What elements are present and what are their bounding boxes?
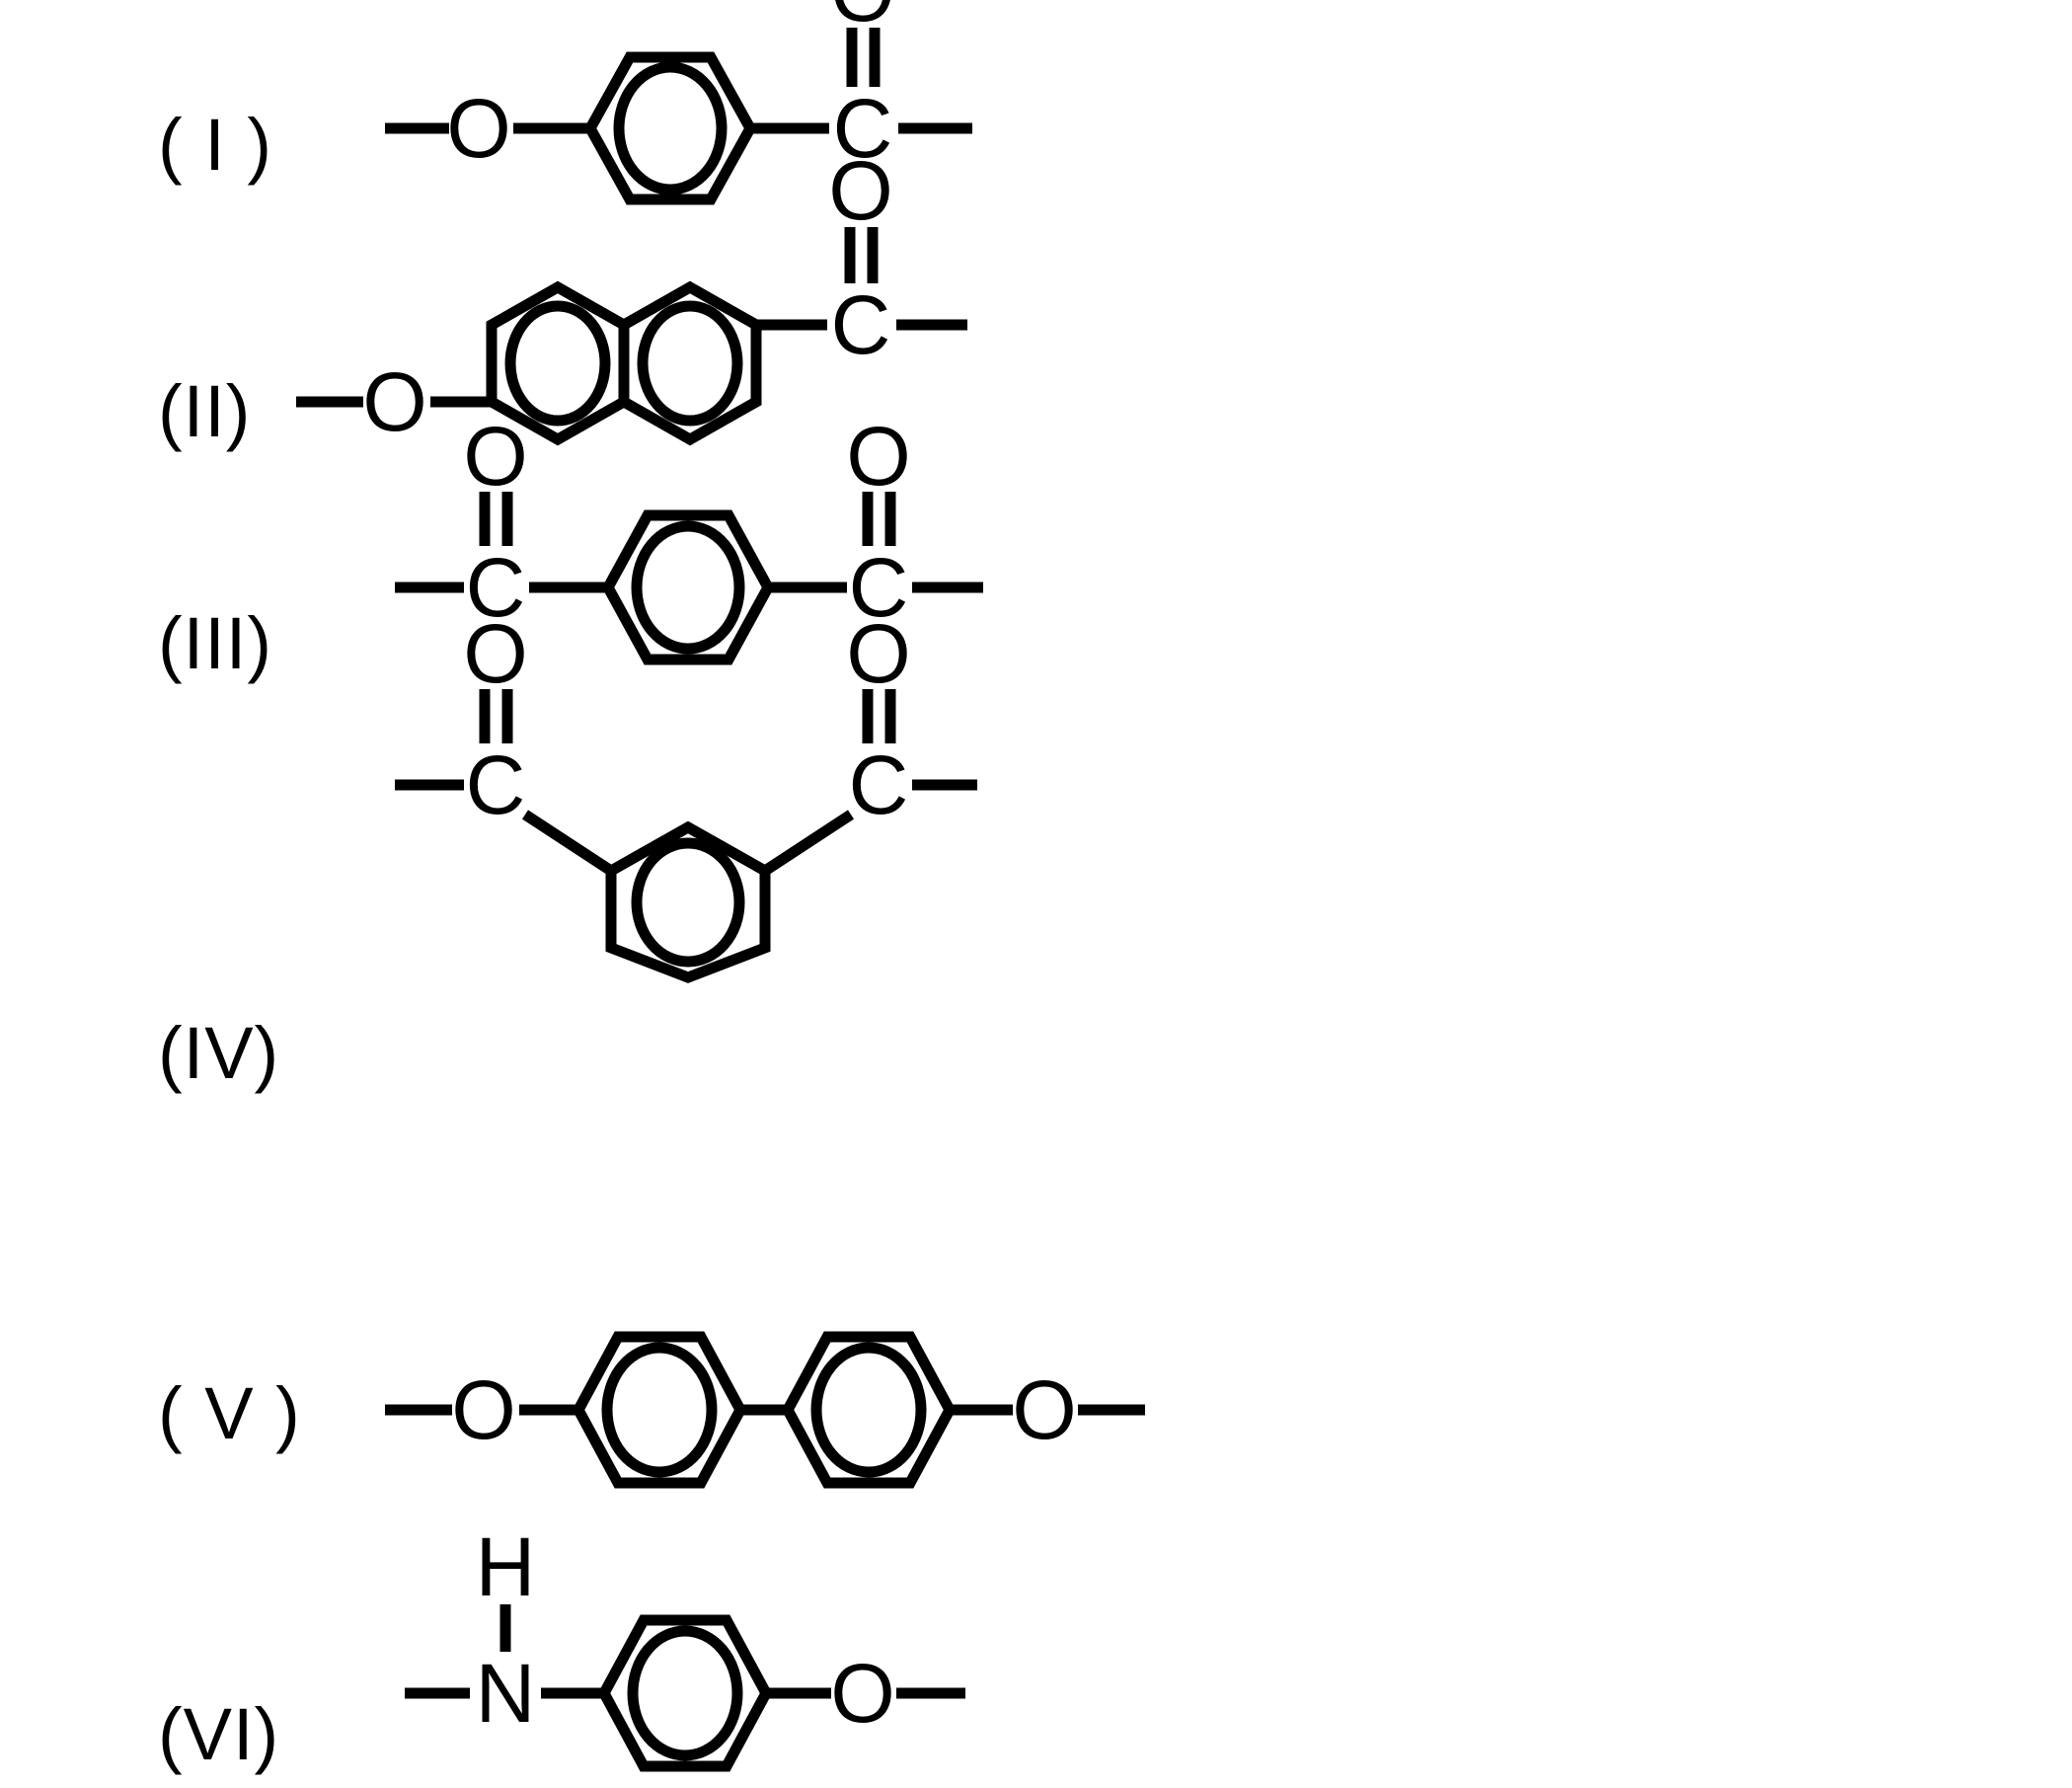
aromatic-circle-right-II bbox=[637, 300, 743, 427]
structure-diagram-I: O C O bbox=[375, 0, 1086, 227]
structure-label-I: ( I ) bbox=[158, 104, 272, 186]
structure-label-II: (II) bbox=[158, 370, 252, 452]
aromatic-circle-IV bbox=[631, 837, 745, 968]
structure-diagram-III: C O C O bbox=[385, 410, 1135, 693]
atom-label-oxygen-VI: O bbox=[830, 1647, 894, 1740]
atom-label-oxygen-carbonyl-II: O bbox=[828, 144, 892, 237]
structure-row-I: ( I ) O C O bbox=[0, 0, 2072, 227]
atom-label-carbon-right-III: C bbox=[849, 541, 909, 634]
atom-label-oxygen-right-carbonyl-III: O bbox=[846, 410, 910, 503]
aromatic-circle-left-V bbox=[601, 1342, 718, 1478]
aromatic-circle-I bbox=[613, 61, 728, 195]
structure-row-III: (III) C O C O bbox=[0, 410, 2072, 693]
structure-diagram-VI: H N O bbox=[395, 1520, 1145, 1782]
atom-label-oxygen-carbonyl-I: O bbox=[830, 0, 894, 39]
atom-label-oxygen-left-I: O bbox=[446, 82, 510, 175]
atom-label-carbon-I: C bbox=[833, 82, 893, 175]
bond-c-to-ring-left-IV bbox=[521, 810, 615, 876]
structure-label-IV: (IV) bbox=[158, 1012, 280, 1094]
aromatic-circle-left-II bbox=[504, 300, 611, 427]
atom-label-carbon-left-III: C bbox=[466, 541, 526, 634]
benzene-hexagon-IV bbox=[605, 820, 771, 983]
structure-label-III: (III) bbox=[158, 602, 272, 684]
structure-diagram-V: O O bbox=[375, 1293, 1165, 1511]
aromatic-circle-right-V bbox=[810, 1342, 927, 1478]
atom-label-carbon-right-IV: C bbox=[849, 739, 909, 831]
structure-diagram-II: O C O bbox=[286, 144, 1096, 484]
atom-label-oxygen-left-V: O bbox=[451, 1363, 515, 1456]
bond-ring-to-c-right-IV bbox=[761, 810, 855, 876]
atom-label-oxygen-right-carbonyl-IV: O bbox=[846, 607, 910, 700]
atom-label-carbon-II: C bbox=[831, 278, 891, 371]
atom-label-hydrogen-VI: H bbox=[476, 1520, 536, 1613]
structure-row-IV: (IV) C O C O bbox=[0, 607, 2072, 1090]
structure-row-VI: (VI) H N O bbox=[0, 1520, 2072, 1782]
aromatic-circle-VI bbox=[627, 1625, 743, 1761]
atom-label-oxygen-left-II: O bbox=[362, 355, 426, 448]
structure-row-V: ( V ) O O bbox=[0, 1293, 2072, 1511]
atom-label-carbon-left-IV: C bbox=[466, 739, 526, 831]
atom-label-oxygen-left-carbonyl-III: O bbox=[463, 410, 527, 503]
structure-diagram-IV: C O C O bbox=[385, 607, 1135, 983]
aromatic-circle-III bbox=[631, 520, 745, 655]
structure-label-V: ( V ) bbox=[158, 1372, 301, 1454]
atom-label-nitrogen-VI: N bbox=[476, 1647, 536, 1740]
structure-label-VI: (VI) bbox=[158, 1693, 280, 1775]
atom-label-oxygen-left-carbonyl-IV: O bbox=[463, 607, 527, 700]
structure-row-II: (II) O C bbox=[0, 144, 2072, 479]
atom-label-oxygen-right-V: O bbox=[1012, 1363, 1076, 1456]
